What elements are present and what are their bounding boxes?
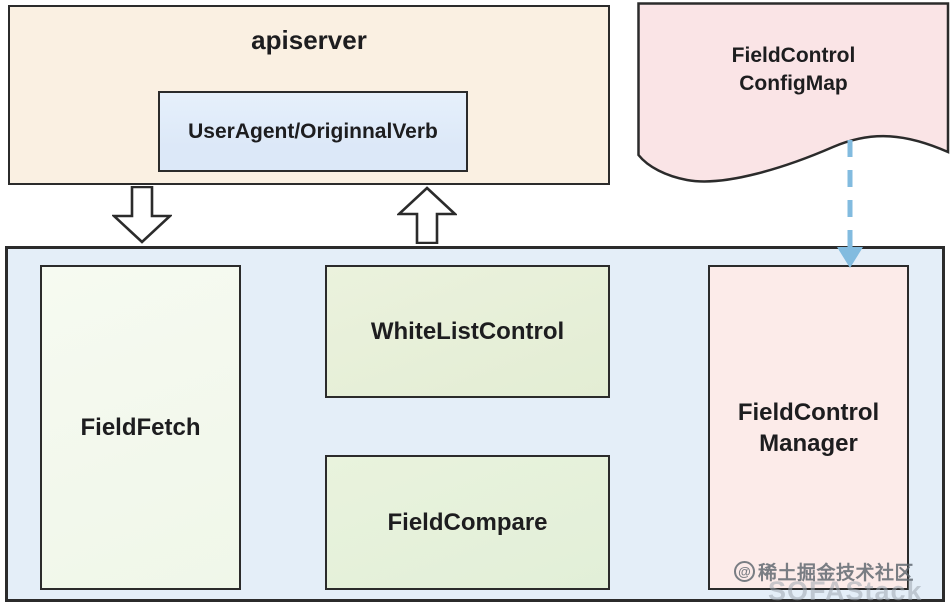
whitelistcontrol-box: WhiteListControl [325, 265, 610, 398]
whitelistcontrol-label: WhiteListControl [370, 317, 565, 345]
apiserver-label: apiserver [251, 25, 367, 55]
up-arrow-icon [397, 186, 457, 244]
fieldcontrol-manager-label-line1: FieldControl [737, 398, 880, 426]
configmap-document-icon [637, 2, 950, 183]
down-arrow-icon [112, 186, 172, 244]
configmap-label: FieldControl ConfigMap [637, 42, 950, 98]
fieldcompare-box: FieldCompare [325, 455, 610, 590]
configmap-label-line2: ConfigMap [739, 72, 848, 95]
useragent-originnalverb-box: UserAgent/OriginnalVerb [158, 91, 468, 172]
configmap-label-line1: FieldControl [731, 44, 856, 67]
fieldcontrol-manager-label-line2: Manager [759, 429, 858, 457]
fieldcompare-label: FieldCompare [387, 508, 548, 536]
useragent-originnalverb-label: UserAgent/OriginnalVerb [188, 119, 438, 143]
configmap-to-manager-dashed-arrow [837, 140, 863, 268]
fieldcontrol-manager-box: FieldControl Manager [708, 265, 909, 590]
configmap-node: FieldControl ConfigMap [637, 2, 950, 194]
apiserver-box: apiserver UserAgent/OriginnalVerb [8, 5, 610, 185]
fieldfetch-label: FieldFetch [80, 413, 201, 441]
fieldfetch-box: FieldFetch [40, 265, 241, 590]
